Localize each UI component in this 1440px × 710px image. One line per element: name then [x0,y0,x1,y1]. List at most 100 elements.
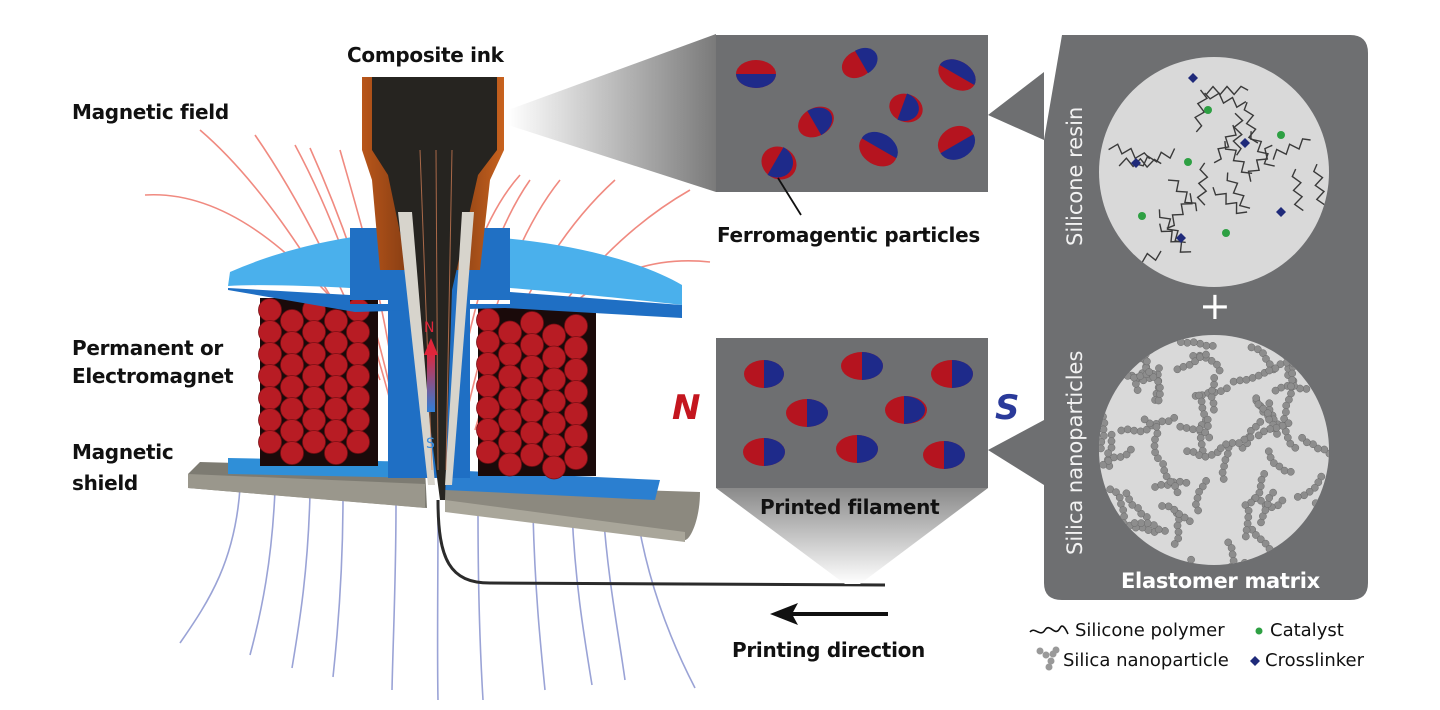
silica-bead [1216,444,1225,453]
ferromagnetic-particle [885,396,927,424]
polymer-chain [1291,168,1304,212]
coil-wire [324,375,348,399]
ferromagnetic-particle [937,125,976,160]
crosslinker-diamond [1276,207,1286,217]
silica-bead [1202,350,1210,359]
silica-bead [1243,519,1252,528]
coil-wire [324,353,348,377]
silica-bead [1195,451,1204,460]
polymer-chain [1212,186,1248,215]
silica-bead [1228,439,1237,447]
label-shield-line1: Magnetic [72,440,174,464]
coil-wire [498,320,522,345]
silica-bead [1158,502,1166,510]
polymer-chain [1272,138,1311,160]
silica-bead [1262,355,1270,363]
silica-bead [1151,448,1159,457]
silica-bead [1173,521,1182,530]
silica-bead [1210,380,1218,389]
silica-bead [1219,475,1228,483]
panel-pointer-bottom [988,420,1044,485]
silica-bead [1253,345,1262,354]
coil-wire [346,364,370,388]
coil-wire [302,320,326,344]
legend-silica-nanoparticle: Silica nanoparticle [1063,650,1229,671]
coil-wire [280,397,304,421]
silica-bead [1143,519,1152,528]
silica-bead [1161,527,1169,535]
coil-wire [542,345,566,370]
coil-wire [564,424,588,448]
legend-silicone-polymer: Silicone polymer [1075,620,1225,641]
silica-bead [1202,477,1210,485]
label-magnetic-field: Magnetic field [72,100,229,124]
coil-wire [564,380,588,404]
silica-bead [1265,399,1274,408]
coil-wire [498,342,522,367]
silica-bead [1137,519,1145,527]
coil-wire [324,419,348,443]
coil-wire [542,367,566,392]
ferromagnetic-particle [841,47,878,79]
filament-particles-group [743,352,973,469]
coil-wire [520,377,544,401]
ferromagnetic-particle [786,399,828,427]
silica-bead [1198,404,1207,412]
label-printing-direction: Printing direction [732,638,925,662]
silica-bead [1266,453,1275,462]
coil-wire [346,430,370,454]
label-shield-line2: shield [72,471,138,495]
coil-wire [476,418,500,442]
silica-bead [1185,360,1194,369]
silica-bead [1157,480,1166,489]
silica-bead [1302,438,1311,447]
silica-bead [1194,506,1202,515]
coil-wire [258,364,282,388]
ferromagnetic-particle [761,146,797,180]
coil-wire [498,408,522,433]
coil-wire [324,441,348,465]
silica-bead [1210,374,1219,382]
silica-bead [1260,427,1268,436]
silica-bead [1166,477,1175,486]
coil-wire [564,402,588,426]
silica-bead [1180,513,1189,522]
silica-bead [1223,384,1231,393]
legend-catalyst: Catalyst [1270,620,1344,641]
coil-wire [346,386,370,410]
wavy-line-icon [1029,625,1069,635]
silica-bead [1173,488,1182,497]
silica-bead [1278,496,1287,505]
silica-bead [1320,445,1329,454]
silica-bead [1145,419,1154,428]
catalyst-dot [1184,158,1192,166]
coil-wire [476,440,500,464]
ferromagnetic-particle [743,438,785,466]
zoom-cone-top [508,34,716,192]
coil-wire [324,397,348,421]
silica-bead [1256,482,1265,491]
coil-wire [258,386,282,410]
silica-bead [1220,462,1228,471]
coil-wire [280,441,304,465]
coil-wire [302,364,326,388]
silica-bead [1325,449,1329,458]
coil-wire [520,443,544,467]
silica-bead [1170,540,1179,548]
polymer-chain [1196,162,1209,206]
silica-bead [1176,422,1185,431]
silica-bead [1288,376,1296,384]
silica-bead [1189,425,1197,434]
nozzle-pole-s: S [426,436,435,452]
silica-bead [1189,338,1198,347]
silica-bead [1240,435,1249,444]
silica-bead [1282,401,1291,410]
coil-wire [346,342,370,366]
polymer-chain [1118,157,1162,169]
silica-bead [1112,488,1120,497]
silica-bead [1149,373,1158,381]
crosslinker-diamond [1131,158,1141,168]
ferromagnetic-particle [841,352,883,380]
ferromagnetic-particle [923,441,965,469]
coil-wire [498,364,522,389]
